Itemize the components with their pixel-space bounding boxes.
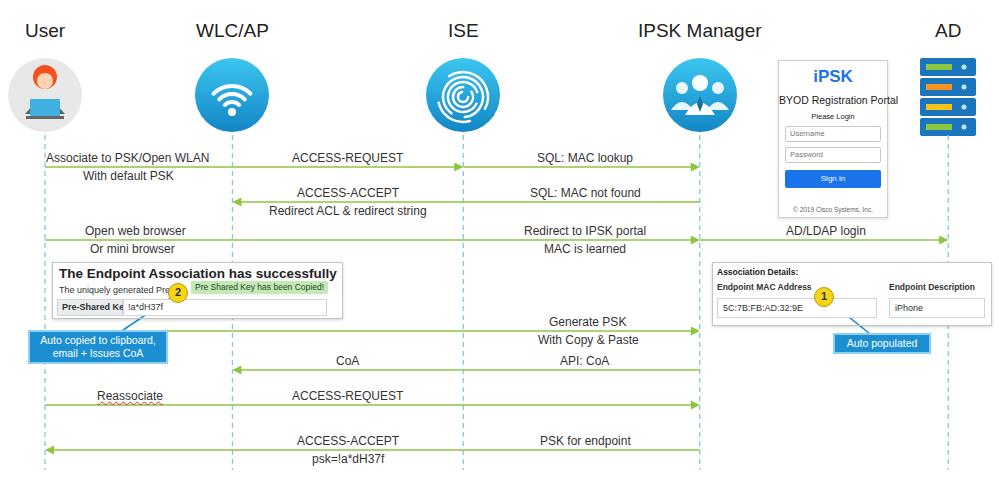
message-label: API: CoA <box>560 354 609 368</box>
field-label: Endpoint MAC Address <box>717 282 812 293</box>
panel-heading: Association Details: <box>717 267 798 278</box>
message-text: ACCESS-ACCEPT <box>297 434 399 448</box>
participant: WLC/AP <box>196 20 269 42</box>
node-text: Pre Shared Key has been Copied! <box>195 282 324 293</box>
node-text: !a*dH37f <box>124 300 326 315</box>
sign-in-button: Sign in <box>785 170 881 188</box>
message-text: Redirect to IPSK portal <box>524 224 646 238</box>
participant: IPSK Manager <box>638 20 762 42</box>
screenshot-panel: The Endpoint Association has successfull… <box>52 262 343 319</box>
message-text: MAC is learned <box>544 242 626 256</box>
lifeline <box>44 135 45 470</box>
node-text: iPhone <box>890 299 984 317</box>
connector-line <box>45 239 692 241</box>
message-arrow <box>232 366 699 375</box>
message-text: CoA <box>336 354 359 368</box>
callout-box: Auto copied to clipboard, email + Issues… <box>28 330 168 364</box>
message-label: Generate PSK <box>549 315 626 329</box>
portal-logo: iPSK <box>779 67 887 87</box>
participant: User <box>25 20 65 42</box>
arrowhead <box>232 366 241 375</box>
node-text: User <box>25 20 65 42</box>
arrowhead <box>691 327 700 336</box>
participant: ISE <box>448 20 479 42</box>
message-label: Open web browser <box>85 224 186 238</box>
node-text: Username <box>786 127 880 141</box>
panel-backdrop <box>52 262 343 319</box>
people-icon <box>663 58 737 132</box>
field-label: Pre-Shared Key <box>57 299 123 316</box>
connector-line <box>700 239 940 241</box>
node-text: IPSK Manager <box>638 20 762 42</box>
node-text: 1 <box>815 288 833 305</box>
node-text: Pre-Shared Key <box>58 300 122 315</box>
callout-box: Auto populated <box>833 333 931 354</box>
connector-line <box>45 166 455 168</box>
screenshot-panel: Association Details: Endpoint MAC Address… <box>712 262 992 326</box>
portal-subtitle: Please Login <box>779 112 887 122</box>
mac-field: 5C:7B:FB:AD:32:9E <box>717 298 877 318</box>
message-label: AD/LDAP login <box>786 224 866 238</box>
message-text: Redirect ACL & redirect string <box>269 204 427 218</box>
message-text: ACCESS-REQUEST <box>292 151 403 165</box>
lifeline <box>699 135 700 470</box>
panel-heading: The Endpoint Association has successfull… <box>59 266 337 282</box>
arrowhead <box>454 163 463 172</box>
node-text: 5C:7B:FB:AD:32:9E <box>718 299 876 317</box>
panel-backdrop <box>712 262 992 326</box>
message-label: Reassociate <box>97 389 163 403</box>
message-label: SQL: MAC lookup <box>537 151 633 165</box>
psk-field: !a*dH37f <box>123 299 327 316</box>
portal-screenshot: iPSK BYOD Registration PortalPlease Login… <box>778 60 888 218</box>
wifi-icon <box>195 58 269 132</box>
message-label: PSK for endpoint <box>540 434 631 448</box>
message-text: psk=!a*dH37f <box>312 452 384 466</box>
message-text: Or mini browser <box>90 242 175 256</box>
description-field: iPhone <box>889 298 985 318</box>
fingerprint-icon <box>426 58 500 132</box>
server-icon <box>920 58 976 136</box>
node-text: Auto copied to clipboard, email + Issues… <box>33 334 163 360</box>
connector-line <box>240 369 699 371</box>
arrowhead <box>45 446 54 455</box>
arrowhead <box>691 236 700 245</box>
node-text: Password <box>786 148 880 162</box>
message-text: With default PSK <box>83 169 174 183</box>
node-text: Auto populated <box>838 337 926 350</box>
input-field: Username <box>785 126 881 142</box>
user-icon <box>8 58 82 132</box>
lifeline <box>463 135 464 470</box>
copyright: © 2019 Cisco Systems, Inc. <box>779 205 887 214</box>
node-text: Sign in <box>785 170 881 188</box>
message-label: Associate to PSK/Open WLAN <box>46 151 209 165</box>
arrowhead <box>939 236 948 245</box>
node-text: 2 <box>169 284 187 301</box>
arrowhead <box>232 198 241 207</box>
connector-line <box>45 404 692 406</box>
message-text: With Copy & Paste <box>538 333 639 347</box>
node-text: AD <box>935 20 961 42</box>
arrowhead <box>691 163 700 172</box>
portal-title: BYOD Registration Portal <box>779 94 887 107</box>
field-label: Endpoint Description <box>889 282 975 293</box>
node-text: WLC/AP <box>196 20 269 42</box>
input-field: Password <box>785 147 881 163</box>
connector-line <box>463 166 691 168</box>
callout-number: 2 <box>168 283 188 303</box>
message-text: ACCESS-ACCEPT <box>297 186 399 200</box>
callout-number: 1 <box>814 287 834 307</box>
node-text: ISE <box>448 20 479 42</box>
connector-line <box>53 449 700 451</box>
message-label: SQL: MAC not found <box>530 186 641 200</box>
panel-text: The uniquely generated Pre <box>59 285 170 296</box>
connector-line <box>240 201 699 203</box>
arrowhead <box>691 401 700 410</box>
message-text: ACCESS-REQUEST <box>292 389 403 403</box>
participant: AD <box>935 20 961 42</box>
copied-tooltip: Pre Shared Key has been Copied! <box>191 281 328 294</box>
